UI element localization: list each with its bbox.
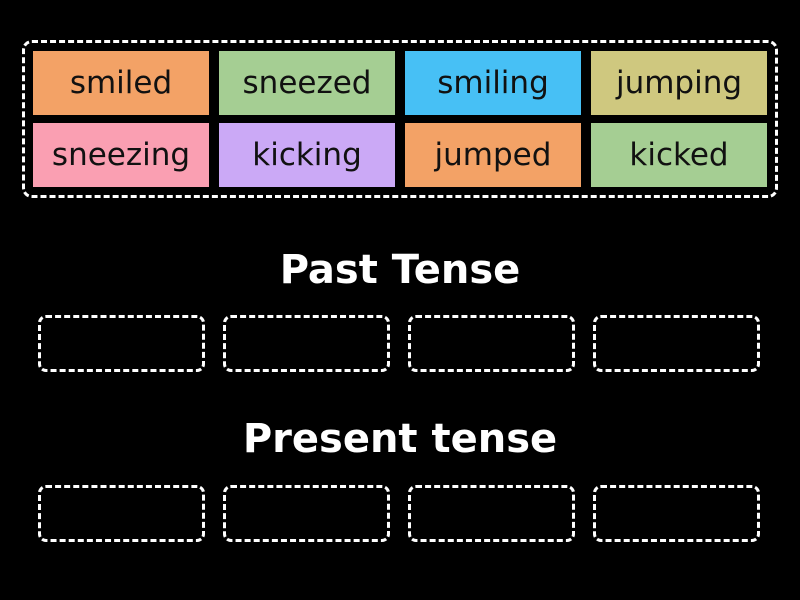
word-tile-smiling[interactable]: smiling [403, 49, 583, 117]
present-tense-slot-row [38, 485, 760, 542]
drop-slot-past-1[interactable] [38, 315, 205, 372]
word-tile-jumping[interactable]: jumping [589, 49, 769, 117]
word-bank: smiled sneezed smiling jumping sneezing … [22, 40, 778, 198]
drop-slot-present-4[interactable] [593, 485, 760, 542]
word-tile-sneezed[interactable]: sneezed [217, 49, 397, 117]
word-tile-kicked[interactable]: kicked [589, 121, 769, 189]
group-title-present-tense: Present tense [242, 416, 558, 462]
past-tense-slot-row [38, 315, 760, 372]
drop-slot-present-1[interactable] [38, 485, 205, 542]
word-tile-smiled[interactable]: smiled [31, 49, 211, 117]
drop-slot-present-2[interactable] [223, 485, 390, 542]
drop-slot-past-4[interactable] [593, 315, 760, 372]
word-tile-kicking[interactable]: kicking [217, 121, 397, 189]
drop-slot-past-2[interactable] [223, 315, 390, 372]
drop-slot-past-3[interactable] [408, 315, 575, 372]
group-title-past-tense: Past Tense [279, 247, 521, 293]
drop-slot-present-3[interactable] [408, 485, 575, 542]
word-tile-jumped[interactable]: jumped [403, 121, 583, 189]
word-tile-sneezing[interactable]: sneezing [31, 121, 211, 189]
